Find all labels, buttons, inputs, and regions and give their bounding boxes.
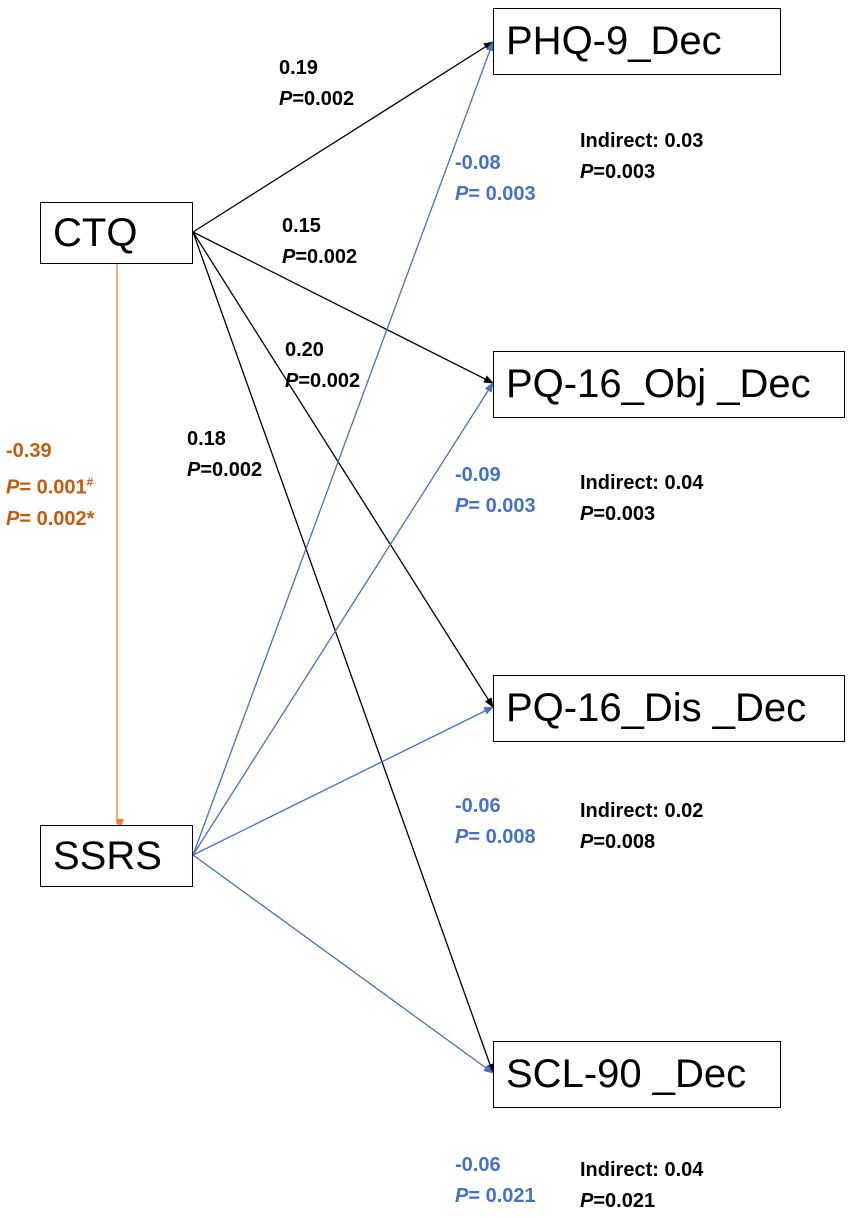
p-symbol: P — [580, 161, 594, 183]
node-ctq: CTQ — [40, 202, 193, 264]
p-symbol: P — [455, 826, 469, 848]
arrow-ctq-scl — [192, 231, 494, 1074]
indirect-pq-dis: Indirect: 0.02 P=0.008 — [580, 796, 703, 858]
label-ssrs-scl: -0.06 P= 0.021 — [455, 1150, 536, 1212]
p-symbol: P — [580, 503, 594, 525]
indirect-pq-obj: Indirect: 0.04 P=0.003 — [580, 468, 703, 530]
label-ssrs-phq: -0.08 P= 0.003 — [455, 148, 536, 210]
label-ctq-scl: 0.18 P=0.002 — [187, 424, 262, 486]
indirect-scl: Indirect: 0.04 P=0.021 — [580, 1155, 703, 1217]
coef: 0.19 — [279, 57, 318, 79]
coef: 0.15 — [282, 215, 321, 237]
indirect-text: Indirect: 0.04 — [580, 1159, 704, 1181]
coef: -0.06 — [455, 795, 501, 817]
p-value: = 0.008 — [468, 826, 536, 848]
p-symbol: P — [279, 88, 293, 110]
node-ctq-label: CTQ — [53, 210, 138, 255]
node-ssrs: SSRS — [40, 825, 193, 887]
node-ssrs-label: SSRS — [53, 833, 162, 878]
p-value-1-mark: # — [86, 475, 94, 489]
label-ctq-phq: 0.19 P=0.002 — [279, 53, 354, 115]
p-value: =0.002 — [292, 88, 355, 110]
p-symbol: P — [580, 1190, 594, 1212]
p-value: =0.003 — [593, 161, 656, 183]
node-scl: SCL-90 _Dec — [493, 1041, 781, 1108]
coef: -0.39 — [6, 440, 52, 462]
node-pq-dis-label: PQ-16_Dis _Dec — [506, 686, 807, 730]
p-value: = 0.003 — [468, 183, 536, 205]
coef: -0.08 — [455, 152, 501, 174]
p-value-2: = 0.002* — [19, 507, 95, 530]
coef: 0.20 — [285, 339, 324, 361]
p-value: = 0.021 — [468, 1185, 536, 1207]
p-value: =0.002 — [295, 246, 358, 268]
p-value: =0.002 — [200, 459, 263, 481]
arrow-ctq-phq — [192, 41, 494, 233]
arrow-ctq-pqobj — [192, 231, 494, 384]
indirect-text: Indirect: 0.03 — [580, 130, 704, 152]
p-symbol: P — [6, 507, 20, 530]
arrow-ssrs-pqobj — [192, 382, 494, 856]
label-ssrs-pqobj: -0.09 P= 0.003 — [455, 460, 536, 522]
label-ctq-ssrs: -0.39 P= 0.001# P= 0.002* — [6, 436, 94, 535]
indirect-text: Indirect: 0.04 — [580, 472, 704, 494]
p-value: = 0.003 — [468, 495, 536, 517]
label-ssrs-pqdis: -0.06 P= 0.008 — [455, 791, 536, 853]
label-ctq-pqobj: 0.15 P=0.002 — [282, 211, 357, 273]
p-symbol: P — [580, 831, 594, 853]
coef: -0.09 — [455, 464, 501, 486]
node-pq-obj-label: PQ-16_Obj _Dec — [506, 362, 811, 406]
node-scl-label: SCL-90 _Dec — [506, 1052, 747, 1096]
p-symbol: P — [187, 459, 201, 481]
p-value-1: = 0.001 — [19, 476, 87, 499]
arrow-ssrs-phq — [192, 41, 494, 856]
coef: 0.18 — [187, 428, 226, 450]
p-symbol: P — [6, 476, 20, 499]
indirect-text: Indirect: 0.02 — [580, 800, 704, 822]
node-phq: PHQ-9_Dec — [493, 8, 781, 75]
p-symbol: P — [455, 183, 469, 205]
arrow-ssrs-pqdis — [192, 706, 494, 856]
p-symbol: P — [282, 246, 296, 268]
node-pq-obj: PQ-16_Obj _Dec — [493, 351, 845, 418]
p-symbol: P — [285, 370, 299, 392]
coef: -0.06 — [455, 1154, 501, 1176]
arrow-ctq-pqdis — [192, 231, 494, 708]
p-symbol: P — [455, 495, 469, 517]
p-value: =0.003 — [593, 503, 656, 525]
arrow-ssrs-scl — [192, 854, 494, 1074]
node-pq-dis: PQ-16_Dis _Dec — [493, 675, 845, 742]
p-value: =0.008 — [593, 831, 656, 853]
p-value: =0.021 — [593, 1190, 656, 1212]
p-value: =0.002 — [298, 370, 361, 392]
node-phq-label: PHQ-9_Dec — [506, 19, 722, 63]
p-symbol: P — [455, 1185, 469, 1207]
label-ctq-pqdis: 0.20 P=0.002 — [285, 335, 360, 397]
indirect-phq: Indirect: 0.03 P=0.003 — [580, 126, 703, 188]
